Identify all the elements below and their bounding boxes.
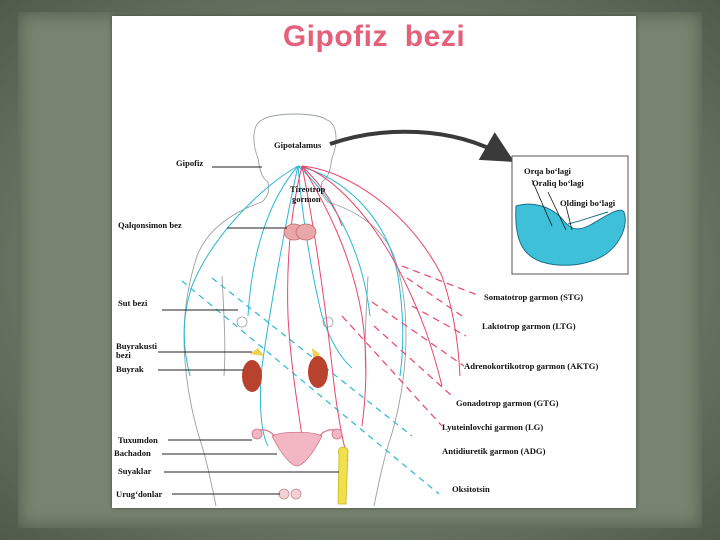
label-buyrakusti-line2: bezi	[116, 350, 131, 360]
inset-label-orqa: Orqa bo‘lagi	[524, 166, 571, 176]
label-suyaklar: Suyaklar	[118, 466, 152, 476]
label-tuxumdon: Tuxumdon	[118, 435, 158, 445]
label-urugdonlar: Urug‘donlar	[116, 489, 162, 499]
hormone-label-lg: Lyuteinlovchi garmon (LG)	[442, 422, 543, 432]
testes	[279, 489, 301, 499]
thyroid-gland	[284, 224, 316, 240]
pituitary-inset: Orqa bo‘lagi Oraliq bo‘lagi Oldingi bo‘l…	[512, 156, 628, 274]
hormone-label-stg: Somatotrop garmon (STG)	[484, 292, 583, 302]
hormone-label-gtg: Gonadotrop garmon (GTG)	[456, 398, 559, 408]
inset-label-oldingi: Oldingi bo‘lagi	[560, 198, 616, 208]
hormone-label-oksitotsin: Oksitotsin	[452, 484, 490, 494]
hormone-label-aktg: Adrenokortikotrop garmon (AKTG)	[464, 361, 598, 371]
zoom-arrow	[330, 132, 504, 156]
label-buyrak: Buyrak	[116, 364, 144, 374]
label-tireotrop-line1: Tireotrop	[290, 184, 326, 194]
slide-canvas: Gipofiz bezi	[112, 16, 636, 508]
pituitary-diagram: Gipotalamus Gipofiz Tireotrop gormon Qal…	[112, 16, 636, 508]
hormone-label-ltg: Laktotrop garmon (LTG)	[482, 321, 576, 331]
label-bachadon: Bachadon	[114, 448, 151, 458]
label-sut-bezi: Sut bezi	[118, 298, 148, 308]
label-gipotalamus: Gipotalamus	[274, 140, 322, 150]
breasts	[237, 317, 333, 327]
hormone-label-adg: Antidiuretik garmon (ADG)	[442, 446, 546, 456]
uterus-ovaries	[252, 429, 342, 466]
label-tireotrop-line2: gormon	[292, 194, 321, 204]
inset-label-oraliq: Oraliq bo‘lagi	[532, 178, 584, 188]
label-gipofiz: Gipofiz	[176, 158, 203, 168]
bone	[338, 447, 348, 504]
kidneys	[242, 356, 328, 392]
label-qalqonsimon: Qalqonsimon bez	[118, 220, 182, 230]
